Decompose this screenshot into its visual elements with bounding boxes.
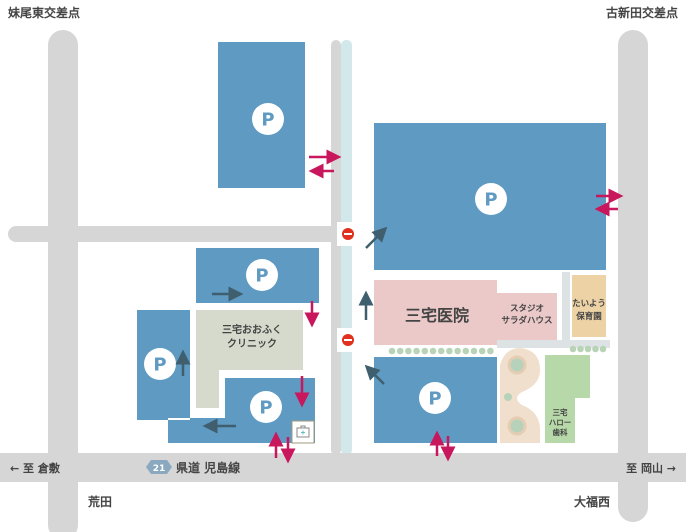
hedge-shrub xyxy=(437,347,445,355)
arrow-flow xyxy=(365,226,388,249)
dental-label-3: 歯科 xyxy=(553,427,568,437)
hedge-shrub xyxy=(599,345,607,353)
hospital-label: 三宅医院 xyxy=(405,306,469,325)
corner-top-right: 古新田交差点 xyxy=(606,5,678,20)
hedge-shrub xyxy=(421,347,429,355)
hedge-shrub xyxy=(462,347,470,355)
nursery-building xyxy=(572,275,606,337)
corner-bottom-right: 大福西 xyxy=(574,494,610,509)
route-name: 県道 児島線 xyxy=(176,460,240,475)
hedge-shrub xyxy=(446,347,453,355)
arrow-flow xyxy=(364,364,385,385)
hedge-row xyxy=(388,345,607,355)
tree xyxy=(504,393,512,401)
no-entry-sign xyxy=(337,328,359,352)
nursery-label-2: 保育園 xyxy=(575,311,602,322)
no-entry-sign xyxy=(337,222,359,246)
path-horizontal xyxy=(497,340,610,348)
parking-icon: P xyxy=(419,382,451,414)
tree xyxy=(507,416,527,436)
dental-building xyxy=(545,355,590,443)
corner-bottom-left: 荒田 xyxy=(87,494,112,509)
hedge-shrub xyxy=(487,347,494,355)
entry-arrows xyxy=(268,149,624,464)
first-aid-icon xyxy=(291,420,315,444)
parking-icon: P xyxy=(250,391,282,423)
hedge-shrub xyxy=(396,347,404,355)
parking-label: P xyxy=(261,110,274,131)
corner-top-left: 妹尾東交差点 xyxy=(7,5,80,20)
route-number: 21 xyxy=(153,464,166,474)
studio-label-1: スタジオ xyxy=(510,303,544,314)
dental-label-2: ハロー xyxy=(549,418,572,427)
hedge-shrub xyxy=(470,347,478,355)
parking-label: P xyxy=(255,266,268,287)
road-center-vertical xyxy=(331,40,341,455)
hedge-shrub xyxy=(478,347,486,355)
hedge-shrub xyxy=(388,347,396,355)
parking-label: P xyxy=(153,355,166,376)
road-center-channel xyxy=(341,40,352,455)
dental-label-1: 三宅 xyxy=(553,407,568,417)
clinic-label-1: 三宅おおふく xyxy=(222,323,282,336)
hospital-building xyxy=(374,280,557,345)
parking-icon: P xyxy=(252,103,284,135)
hedge-shrub xyxy=(569,345,577,353)
clinic-building xyxy=(196,310,303,408)
road-left-vertical xyxy=(48,30,78,532)
studio-label-2: サラダハウス xyxy=(501,315,552,326)
parking-icon: P xyxy=(246,259,278,291)
hedge-shrub xyxy=(405,347,412,355)
road-main-horizontal xyxy=(0,453,686,482)
hedge-shrub xyxy=(429,347,437,355)
parking-label: P xyxy=(259,398,272,419)
tree xyxy=(507,355,527,375)
hedge-shrub xyxy=(592,345,599,353)
hedge-shrub xyxy=(577,345,584,353)
hedge-shrub xyxy=(584,345,592,353)
direction-okayama: 至 岡山 → xyxy=(626,461,676,475)
road-upper-horizontal xyxy=(8,226,342,242)
direction-kurashiki: ← 至 倉敷 xyxy=(10,461,61,475)
hedge-shrub xyxy=(454,347,461,355)
flow-arrows xyxy=(175,226,388,434)
road-right-vertical xyxy=(618,30,648,522)
parking-label: P xyxy=(428,389,441,410)
route-shield xyxy=(146,460,172,474)
parking-label: P xyxy=(484,190,497,211)
path-vertical xyxy=(562,272,570,348)
clinic-label-2: クリニック xyxy=(227,338,277,350)
nursery-label-1: たいよう xyxy=(572,298,606,309)
parking-markers: P P P P P P xyxy=(144,103,507,423)
hedge-shrub xyxy=(413,347,420,355)
parking-icon: P xyxy=(475,183,507,215)
garden xyxy=(500,348,540,443)
parking-icon: P xyxy=(144,348,176,380)
